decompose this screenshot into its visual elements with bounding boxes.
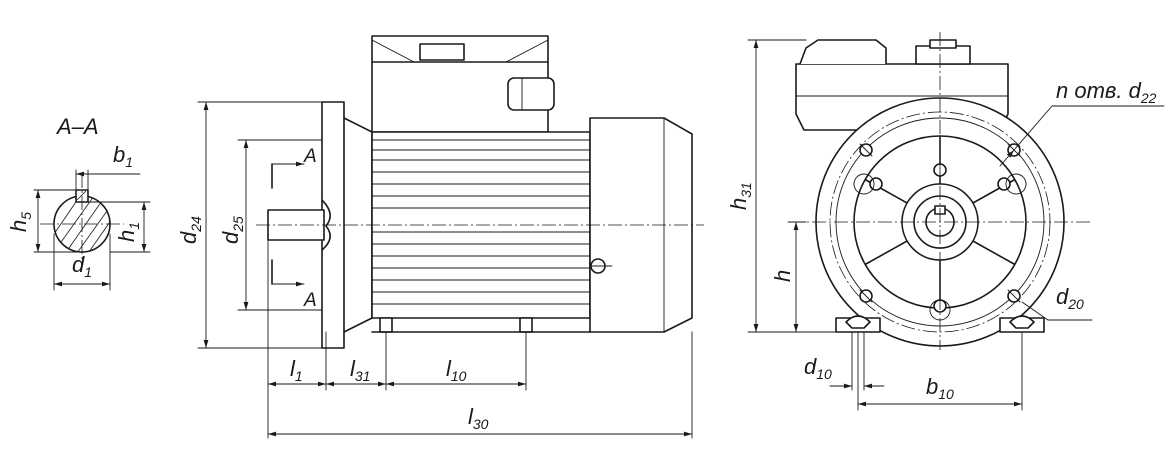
label-d20: d20 <box>1056 284 1084 312</box>
label-h1: h1 <box>114 222 142 242</box>
cooling-fins <box>371 139 591 305</box>
label-d10: d10 <box>804 354 832 382</box>
label-b1: b1 <box>113 142 133 170</box>
label-h31: h31 <box>726 182 754 210</box>
label-h: h <box>770 270 795 282</box>
label-l30: l30 <box>468 404 489 432</box>
front-view: h31 h n отв. d22 d20 d10 b10 <box>726 32 1165 411</box>
section-title: A–A <box>55 114 99 139</box>
label-d24: d24 <box>176 216 204 244</box>
label-d25: d25 <box>218 216 246 244</box>
label-d1: d1 <box>72 252 92 280</box>
label-n-holes-d22: n отв. d22 <box>1056 78 1157 106</box>
label-l10: l10 <box>446 356 467 384</box>
label-b10: b10 <box>926 374 954 402</box>
label-h5: h5 <box>6 212 34 232</box>
cable-gland <box>507 77 555 111</box>
label-l31: l31 <box>350 356 370 384</box>
cut-mark-top: A <box>303 146 317 167</box>
side-view: A A d24 d25 l1 l31 l10 l30 <box>176 35 704 439</box>
label-l1: l1 <box>290 356 303 384</box>
cut-mark-bottom: A <box>303 290 317 311</box>
section-view: A–A b1 h5 <box>6 114 151 291</box>
